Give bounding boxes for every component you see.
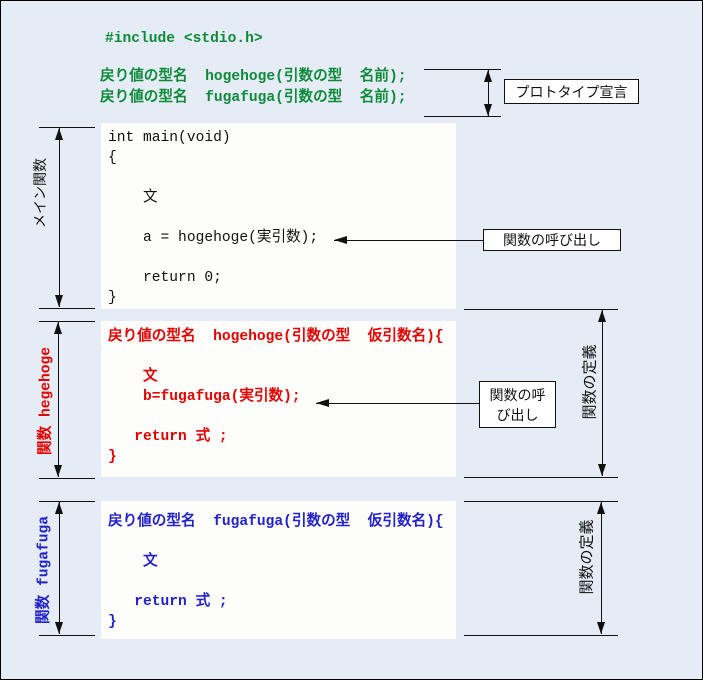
main-function-code: int main(void) { 文 a = hogehoge(実引数); re… xyxy=(108,130,319,306)
main-extent-tick-top xyxy=(39,127,95,128)
fugafuga-extent-tick-bottom xyxy=(39,635,95,636)
hogehoge-definition-tick-bottom xyxy=(464,477,618,478)
prototype-declaration-label: プロトタイプ宣言 xyxy=(504,79,639,104)
hogehoge-definition-arrow-icon xyxy=(598,310,606,476)
fugafuga-extent-arrow-icon xyxy=(55,502,63,634)
fugafuga-function-code: 戻り値の型名 fugafuga(引数の型 仮引数名){ 文 return 式 ;… xyxy=(108,514,444,630)
hogehoge-function-panel xyxy=(101,321,456,477)
main-function-side-label: メイン関数 xyxy=(32,158,48,228)
main-extent-tick-bottom xyxy=(39,308,95,309)
hogehoge-function-side-label: 関数 hegehoge xyxy=(38,346,55,456)
function-call-label-2: 関数の呼 び出し xyxy=(479,381,556,428)
fugafuga-extent-tick-top xyxy=(39,501,95,502)
include-line: #include <stdio.h> xyxy=(105,31,263,47)
fugafuga-function-panel xyxy=(101,501,456,639)
main-extent-arrow-icon xyxy=(55,128,63,307)
hogehoge-extent-arrow-icon xyxy=(54,322,62,477)
fugafuga-definition-tick-top xyxy=(464,501,618,502)
hogehoge-definition-tick-top xyxy=(464,309,618,310)
fugafuga-definition-arrow-icon xyxy=(597,502,605,634)
prototype-lines: 戻り値の型名 hogehoge(引数の型 名前); 戻り値の型名 fugafug… xyxy=(100,69,407,106)
hogehoge-extent-tick-bottom xyxy=(39,478,95,479)
function-call-arrow-icon-2 xyxy=(316,398,479,407)
main-function-panel xyxy=(101,123,456,309)
function-call-arrow-icon xyxy=(334,235,483,244)
fugafuga-definition-tick-bottom xyxy=(464,635,618,636)
hogehoge-extent-tick-top xyxy=(39,321,95,322)
hogehoge-function-code: 戻り値の型名 hogehoge(引数の型 仮引数名){ 文 b=fugafuga… xyxy=(108,329,444,465)
function-call-label: 関数の呼び出し xyxy=(483,229,621,251)
hogehoge-definition-label: 関数の定義 xyxy=(581,344,599,420)
prototype-extent-tick-bottom xyxy=(424,116,501,117)
fugafuga-function-side-label: 関数 fugafuga xyxy=(36,515,53,625)
prototype-extent-arrow-icon xyxy=(484,70,492,116)
prototype-extent-tick-top xyxy=(424,69,501,70)
fugafuga-definition-label: 関数の定義 xyxy=(578,519,596,595)
